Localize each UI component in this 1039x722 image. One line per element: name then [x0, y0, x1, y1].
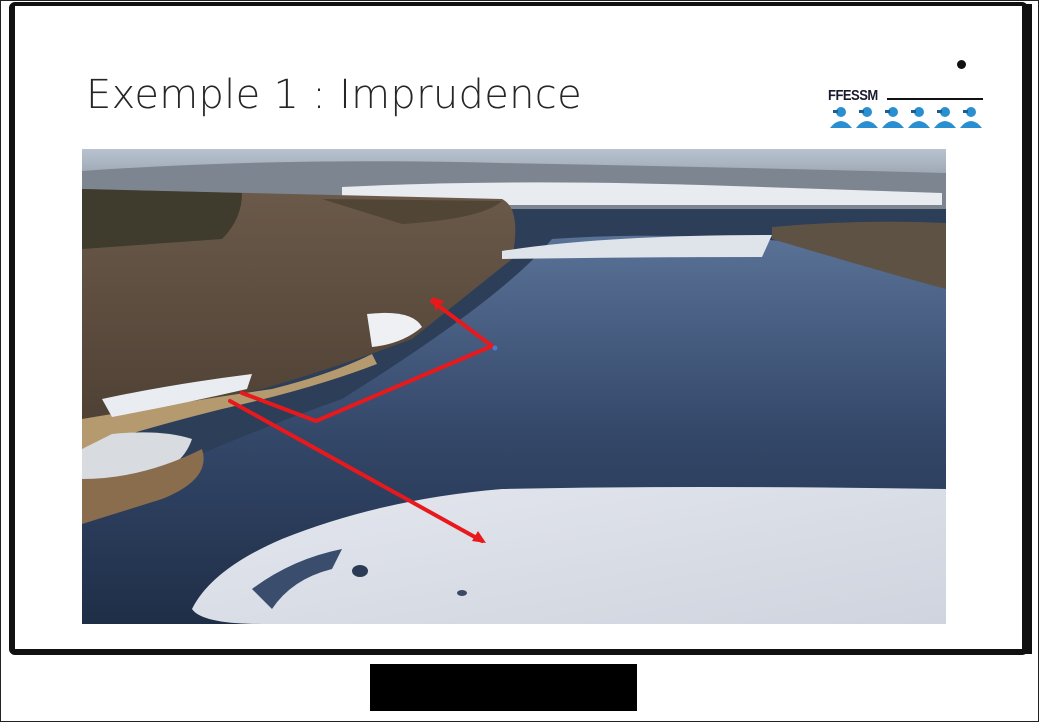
frame-right-bar: [1023, 4, 1032, 654]
logo-underline: [887, 98, 983, 100]
bullet-dot: [957, 60, 966, 69]
lake-photo-illustration: [82, 149, 946, 624]
divers-icon: [830, 107, 982, 128]
logo-text: FFESSM: [828, 86, 878, 104]
redacted-box: [370, 664, 637, 711]
frozen-lake-photo: [82, 149, 946, 624]
ffessm-logo: FFESSM: [828, 86, 988, 132]
slide-title: Exemple 1 : Imprudence: [86, 72, 582, 118]
